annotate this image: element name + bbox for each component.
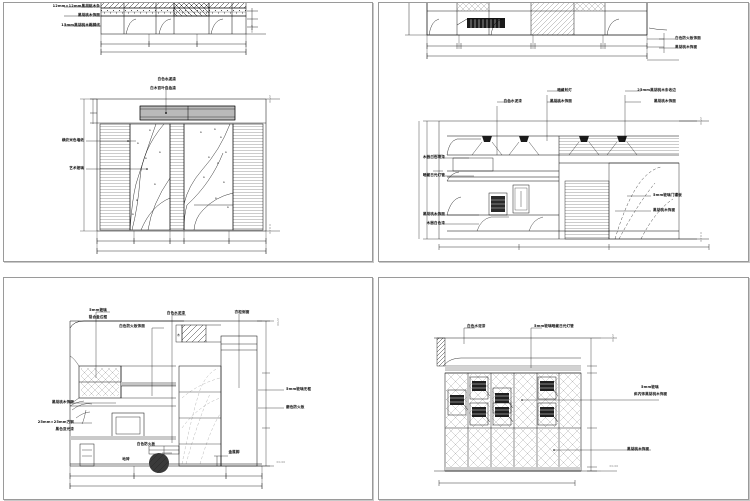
elevation-tl-upper: 2400 — [250, 25, 254, 33]
label-tl-3: 15mm黑胡桃木踢脚线 — [61, 23, 100, 27]
label-tl-5: 白木百叶白色漆 — [150, 86, 176, 90]
label-tr-2: 黑胡桃木饰面 — [675, 45, 698, 49]
svg-text:∆: ∆ — [200, 131, 202, 134]
label-bl-10: 地砖 — [122, 457, 130, 461]
svg-text:∆: ∆ — [214, 128, 216, 131]
label-tr-3: 白色水泥漆 — [503, 99, 522, 103]
label-tl-2: 黑胡桃木饰面 — [77, 13, 100, 17]
label-bl-7: 25mm×25mm方钢 — [37, 420, 74, 424]
label-br-2: 5mm玻璃暗藏日光灯管 — [534, 324, 574, 328]
label-bl-4: 衣柜侧面 — [234, 310, 250, 314]
panel-bottom-right[interactable]: 白色水泥漆 5mm玻璃暗藏日光灯管 5mm玻璃 斜内饰黑胡桃木饰面 黑胡桃木饰面… — [378, 277, 749, 500]
svg-text:∆: ∆ — [136, 199, 138, 202]
panel-top-right[interactable]: 白色防火板饰面 黑胡桃木饰面 白色水泥漆 暗藏射灯 黑胡桃木饰面 25mm黑胡桃… — [378, 2, 749, 262]
elevation-tl-bottom: ±0.00 — [268, 223, 272, 234]
label-bl-6: 黑胡桃木饰面 — [51, 400, 74, 404]
svg-text:∆: ∆ — [137, 142, 139, 145]
label-tr-11: 木器白色漆 — [426, 221, 445, 225]
elevation-br-top: 2700 — [611, 334, 615, 342]
svg-text:∆: ∆ — [215, 197, 217, 200]
label-bl-1: 5mm玻璃 — [89, 308, 107, 312]
label-tr-9: 暗藏日光灯管 — [422, 173, 445, 177]
panel-bottom-left[interactable]: 木 — [3, 277, 373, 500]
svg-text:∆: ∆ — [145, 157, 147, 160]
label-tr-1: 白色防火板饰面 — [675, 36, 701, 40]
label-br-3: 5mm玻璃 — [641, 385, 659, 389]
panel-top-left[interactable]: ∆ ∆ ∆ ∆ ∆ ∆ ∆ ∆ ∆ ∆ ∆ ∆ ∆ ∆ ∆ ∆ ∆ — [3, 2, 373, 262]
label-tr-13: 黑胡桃木饰面 — [653, 208, 676, 212]
label-br-1: 白色水泥漆 — [467, 324, 486, 328]
svg-text:∆: ∆ — [208, 156, 210, 159]
label-bl-3: 白色水泥漆 — [166, 311, 186, 315]
label-tr-10: 黑胡桃木饰面 — [422, 212, 445, 216]
label-bl-9: 白色防火板 — [136, 442, 156, 446]
svg-text:∆: ∆ — [159, 151, 161, 154]
label-bl-5: 白色防火板饰面 — [119, 324, 145, 328]
elevation-tr-bottom: ±0.00 — [699, 231, 703, 242]
label-br-5: 黑胡桃木饰面 — [627, 447, 650, 451]
elevation-bl-top: 2700 — [276, 318, 280, 326]
label-tr-4: 暗藏射灯 — [557, 88, 572, 92]
label-tr-6: 25mm黑胡桃木条收边 — [637, 88, 676, 92]
svg-text:∆: ∆ — [223, 181, 225, 184]
label-br-4: 斜内饰黑胡桃木饰面 — [634, 392, 668, 396]
bottom-left-drawing: 木 — [69, 311, 284, 489]
svg-text:∆: ∆ — [217, 162, 219, 165]
label-tl-4: 白色水泥漆 — [157, 77, 176, 81]
label-tr-8: 木器白色喷漆 — [422, 155, 445, 159]
label-tl-1: 12mm×12mm黑胡桃木条 — [52, 4, 100, 8]
svg-text:∆: ∆ — [154, 183, 156, 186]
top-right-drawing — [405, 3, 710, 250]
svg-text:木: 木 — [177, 332, 180, 337]
label-bl-2: 铝合金边框 — [88, 315, 108, 319]
label-tr-12: 5mm玻璃门镶嵌 — [653, 193, 682, 197]
label-tr-7: 黑胡桃木饰面 — [653, 99, 676, 103]
bottom-right-drawing — [434, 327, 659, 486]
elevation-tl-top: 2700 — [268, 95, 272, 103]
elevation-tr-top: 2700 — [699, 117, 703, 125]
svg-text:∆: ∆ — [132, 213, 134, 216]
elevation-br-bottom: ±0.00 — [609, 464, 619, 468]
svg-text:∆: ∆ — [227, 206, 229, 209]
svg-text:∆: ∆ — [203, 176, 205, 179]
label-tl-7: 艺术玻璃 — [69, 166, 84, 170]
label-tr-5: 黑胡桃木饰面 — [549, 99, 572, 103]
label-bl-8: 黑色亚光漆 — [55, 427, 74, 431]
label-bl-12: 5mm玻璃无框 — [286, 387, 312, 391]
label-bl-11: 金属脚 — [228, 450, 240, 454]
svg-text:∆: ∆ — [149, 129, 151, 132]
svg-text:∆: ∆ — [220, 136, 222, 139]
svg-text:∆: ∆ — [225, 151, 227, 154]
label-bl-13: 磨色防火板 — [286, 405, 305, 409]
top-left-drawing: ∆ ∆ ∆ ∆ ∆ ∆ ∆ ∆ ∆ ∆ ∆ ∆ ∆ ∆ ∆ ∆ ∆ — [64, 3, 280, 254]
elevation-bl-bottom: ±0.00 — [276, 460, 286, 464]
label-tl-6: 横纹米色墙纸 — [61, 138, 84, 142]
